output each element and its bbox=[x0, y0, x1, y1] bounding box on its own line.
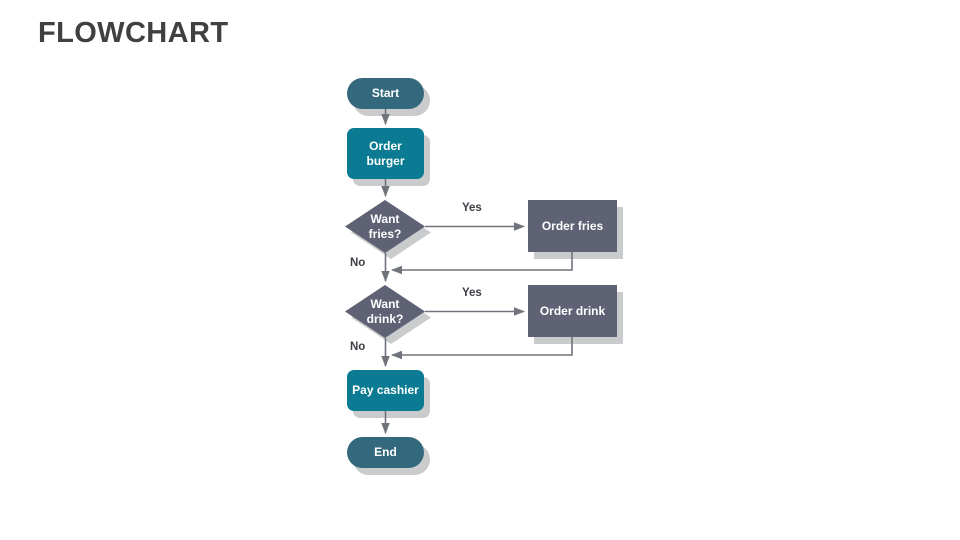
node-shape-pay-cashier bbox=[347, 370, 424, 411]
page-title: FLOWCHART bbox=[38, 17, 229, 49]
node-shape-end bbox=[347, 437, 424, 468]
node-shape-want-drink bbox=[345, 285, 425, 338]
edge-order-drink-return bbox=[390, 337, 573, 360]
edge-label-no-drink: No bbox=[350, 341, 366, 353]
node-shape-order-drink bbox=[528, 285, 617, 337]
node-shape-want-fries bbox=[345, 200, 425, 253]
node-shapes bbox=[345, 78, 617, 468]
edge-label-yes-drink: Yes bbox=[462, 287, 482, 299]
node-shape-start bbox=[347, 78, 424, 109]
node-shape-order-fries bbox=[528, 200, 617, 252]
connectors: Order fries --> Want drink? --> Order dr… bbox=[381, 109, 573, 435]
edge-label-yes-fries: Yes bbox=[462, 202, 482, 214]
node-shape-order-burger bbox=[347, 128, 424, 179]
edge-label-no-fries: No bbox=[350, 257, 366, 269]
edge-order-fries-return bbox=[390, 252, 573, 275]
